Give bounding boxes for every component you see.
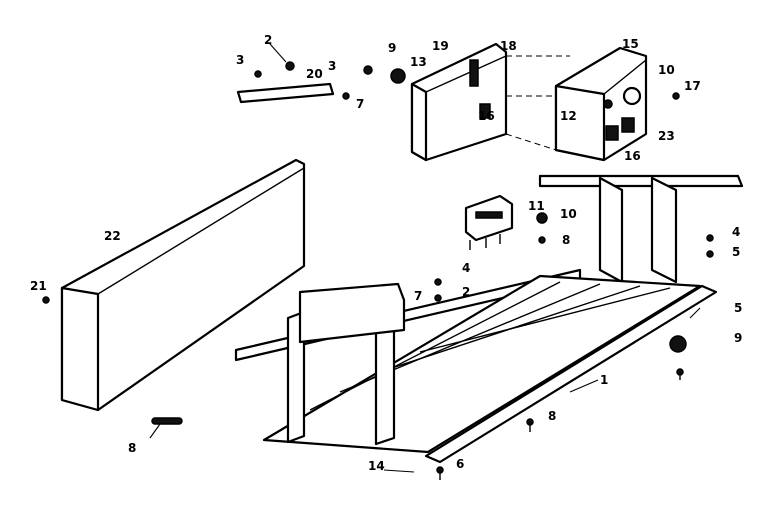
callout-16-a: 16 [478,109,495,123]
callout-5-b: 5 [734,301,742,315]
callout-3-a: 3 [236,53,244,67]
part-control-box [410,42,680,162]
part-switch-11 [464,194,514,250]
callout-23: 23 [658,129,675,143]
callout-12: 12 [560,109,577,123]
callout-18: 18 [500,39,517,53]
callout-7-a: 7 [356,97,364,111]
part-base-frame-1 [234,174,744,480]
callout-11: 11 [528,199,545,213]
callout-3-b: 3 [328,59,336,73]
callout-8-b: 8 [548,409,556,423]
callout-21: 21 [30,279,47,293]
callout-1: 1 [600,373,608,387]
part-pin-19 [149,417,183,439]
callout-8-a: 8 [562,233,570,247]
callout-22: 22 [104,229,121,243]
callout-19: 19 [432,39,449,53]
callout-9-a: 9 [388,41,396,55]
callout-5-a: 5 [732,245,740,259]
callout-6: 6 [456,457,464,471]
part-side-panel-21 [42,158,306,412]
callout-8-c: 8 [128,441,136,455]
callout-16-b: 16 [624,149,641,163]
callout-13: 13 [410,55,427,69]
callout-7-b: 7 [414,289,422,303]
callout-17: 17 [684,79,701,93]
part-bracket-20 [236,43,406,104]
callout-9-b: 9 [734,331,742,345]
callout-15: 15 [622,37,639,51]
callout-4-b: 4 [462,261,470,275]
callout-14: 14 [368,459,385,473]
callout-2-b: 2 [462,285,470,299]
callout-10-b: 10 [560,207,577,221]
callout-10: 10 [658,63,675,77]
callout-4-a: 4 [732,225,740,239]
callout-20: 20 [306,67,323,81]
callout-2-a: 2 [264,33,272,47]
callout-labels: 3 2 20 3 7 9 13 19 18 15 10 17 12 16 16 … [30,33,742,473]
